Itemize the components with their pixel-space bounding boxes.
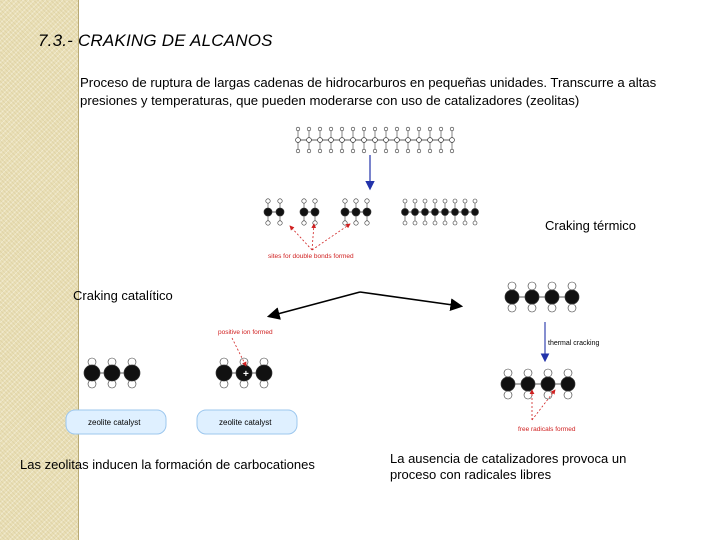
- fragment-1: [263, 198, 285, 226]
- therm-molecule-top: [504, 281, 580, 313]
- radical-pointer-2: [531, 389, 556, 421]
- thermal-cracking-heading: Craking térmico: [545, 218, 637, 233]
- long-alkane-chain: [295, 126, 455, 154]
- double-bond-pointers: [289, 223, 351, 251]
- zeolite-caption: Las zeolitas inducen la formación de car…: [20, 457, 315, 472]
- thermal-cracking-label: thermal cracking: [548, 340, 599, 347]
- product-fragments: [263, 198, 479, 226]
- chain-top: [295, 126, 455, 154]
- arrow-to-catalytic: [266, 291, 361, 320]
- svg-text:zeolite catalyst: zeolite catalyst: [88, 418, 141, 427]
- fragment-3: [340, 198, 372, 226]
- positive-ion-pointer: [231, 337, 247, 367]
- fragment-4: [401, 198, 479, 226]
- positive-ion-label: positive ion formed: [218, 329, 273, 336]
- svg-text:zeolite catalyst: zeolite catalyst: [219, 418, 272, 427]
- fragment-2: [299, 198, 320, 226]
- catalytic-molecules: +: [83, 357, 273, 389]
- intro-paragraph: Proceso de ruptura de largas cadenas de …: [80, 75, 657, 108]
- zeolite-box-left: zeolite catalyst: [65, 409, 167, 435]
- radical-caption: La ausencia de catalizadores provoca un …: [390, 451, 627, 482]
- thermal-molecules: [500, 281, 580, 400]
- free-radicals-label: free radicals formed: [518, 426, 576, 433]
- cat-molecule-left: [83, 357, 141, 389]
- decorative-side-strip: [0, 0, 79, 540]
- double-bonds-label: sites for double bonds formed: [268, 253, 354, 260]
- arrow-to-thermal: [359, 291, 464, 312]
- zeolite-box-right: zeolite catalyst: [196, 409, 298, 435]
- cat-molecule-right: [215, 357, 273, 389]
- svg-text:+: +: [243, 369, 249, 380]
- catalytic-cracking-heading: Craking catalítico: [73, 288, 173, 303]
- slide-title: 7.3.- CRAKING DE ALCANOS: [38, 31, 273, 50]
- therm-molecule-bottom: [500, 368, 576, 400]
